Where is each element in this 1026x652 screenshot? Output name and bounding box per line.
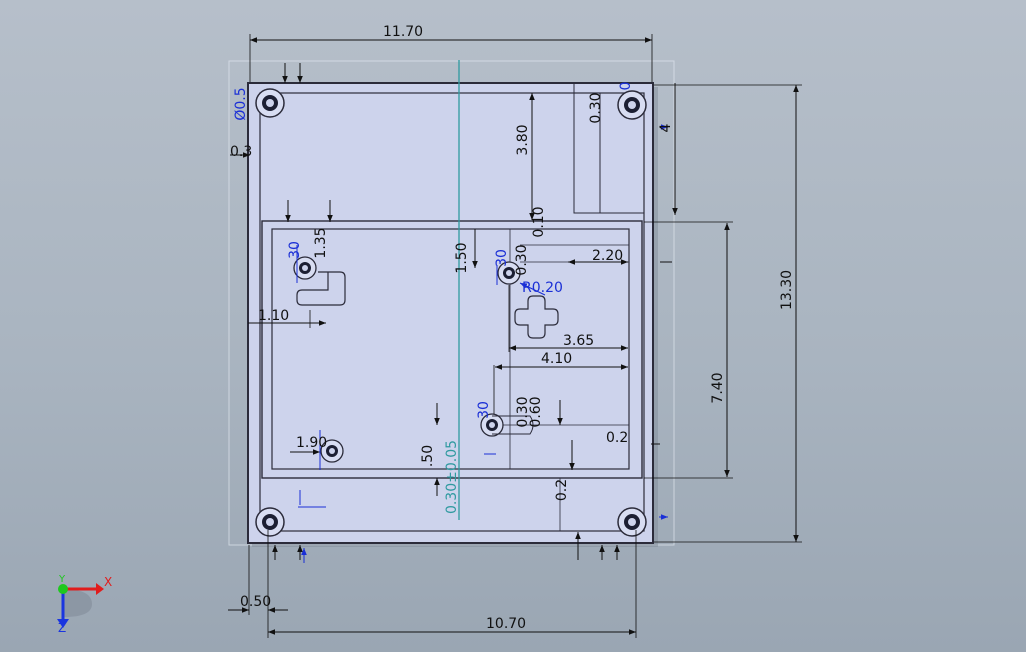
standoff-3[interactable] [480,413,504,437]
board-frame-outer [261,220,643,479]
dim-tolerance[interactable]: 0.30±0.05 [444,440,460,514]
standoff-4[interactable] [320,439,344,463]
dim-hole-x[interactable]: 3.65 [563,333,594,349]
dim-inner-height[interactable]: 7.40 [710,372,726,403]
dim-gap-050[interactable]: .50 [420,445,436,467]
board-frame-inner [271,228,630,470]
dim-r-03[interactable]: 0.3 [230,144,252,160]
standoff-tab [492,415,534,435]
top-right-step [573,83,644,214]
triad-shadow [62,589,92,617]
dim-top-width[interactable]: 11.70 [383,24,423,40]
leader-blue [519,282,546,296]
corner-hole-top-left[interactable] [255,88,285,118]
dim-hole-30c[interactable]: 30 [287,241,303,259]
dim-top-gap[interactable]: 3.80 [515,124,531,155]
dim-hole-9a[interactable]: 0 [618,82,634,91]
corner-hole-bottom-left[interactable] [255,507,285,537]
dim-bottom-width[interactable]: 10.70 [486,616,526,632]
axis-z-arrow [57,619,69,628]
bounding-box [228,60,675,546]
dim-hole-30b[interactable]: 30 [476,401,492,419]
standoff-1[interactable] [293,256,317,280]
dim-left-135[interactable]: 1.35 [313,227,329,258]
dim-hole-30a[interactable]: 30 [494,249,510,267]
dim-hole-x2[interactable]: 4.10 [541,351,572,367]
axis-z-label: Z [58,621,66,635]
dim-r-030c[interactable]: 0.30 [514,244,530,275]
enclosure-inner-wall [259,92,645,532]
dim-left-190[interactable]: 1.90 [296,435,327,451]
l-slot [296,271,346,306]
axis-triad: X Y Z [57,574,112,635]
dim-left-offset[interactable]: 0.50 [240,594,271,610]
dim-right-gap[interactable]: 2.20 [592,248,623,264]
dim-r-4[interactable]: 4 [658,123,674,132]
dim-radius[interactable]: R0.20 [522,280,563,296]
enclosure-outline[interactable] [247,82,654,544]
dim-r-02b[interactable]: 0.2 [554,479,570,501]
cross-cutout[interactable] [514,295,559,339]
dim-left-110[interactable]: 1.10 [258,308,289,324]
dim-r-010[interactable]: 0.10 [531,206,547,237]
dim-gap-150[interactable]: 1.50 [454,242,470,273]
dim-hole-diam[interactable]: Ø0.5 [233,87,249,120]
dim-total-height[interactable]: 13.30 [779,270,795,310]
corner-hole-bottom-right[interactable] [617,507,647,537]
axis-y-dot [58,584,68,594]
dim-r-030b[interactable]: 0.30 [515,396,531,427]
axis-x-label: X [104,575,112,589]
axis-x-arrow [96,583,104,595]
dim-r-060[interactable]: 0.60 [528,396,544,427]
axis-y-label: Y [58,574,66,585]
corner-hole-top-right[interactable] [617,90,647,120]
standoff-2[interactable] [497,261,521,285]
dim-r-02[interactable]: 0.2 [606,430,628,446]
dim-r-030[interactable]: 0.30 [588,92,604,123]
